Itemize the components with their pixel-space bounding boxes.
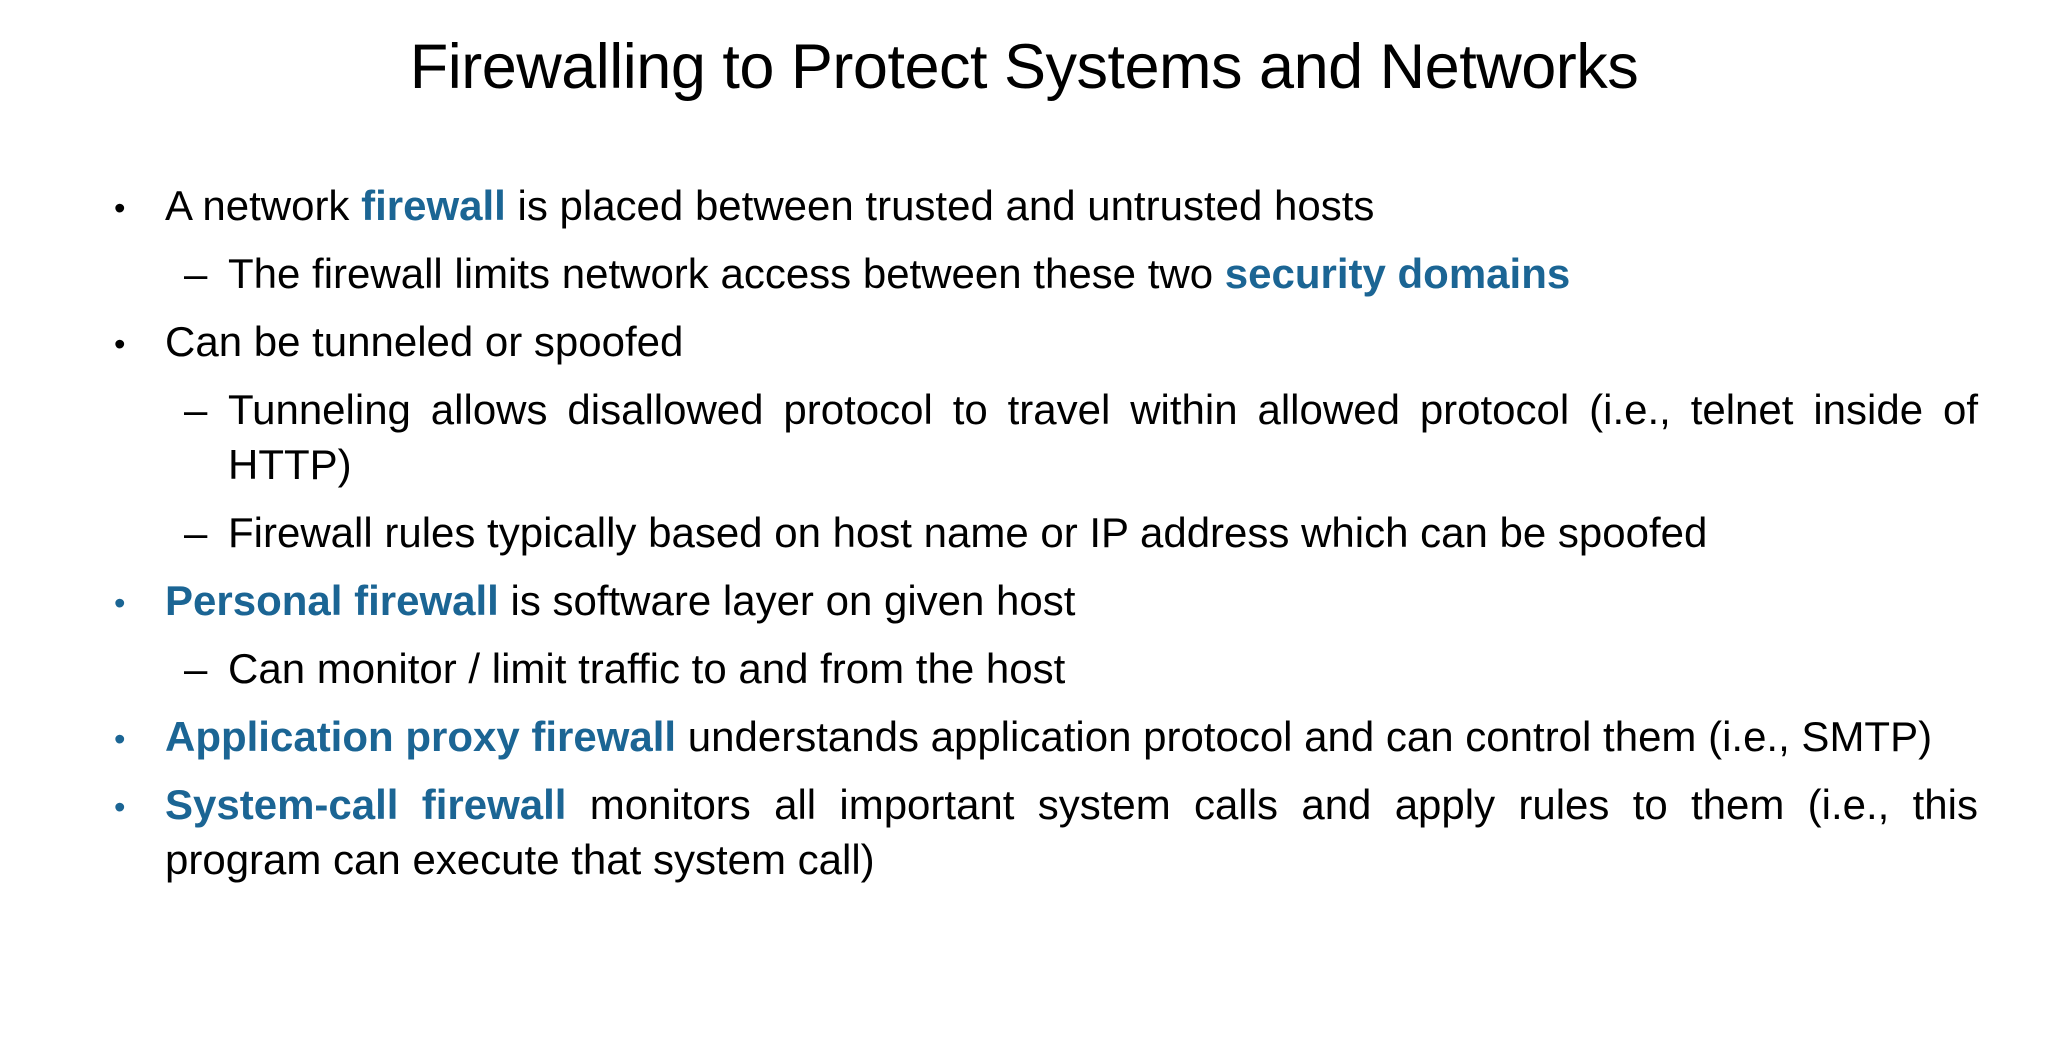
body-text: Can monitor / limit traffic to and from … [228,644,1066,692]
sub-bullet-item: –The firewall limits network access betw… [112,246,1978,301]
bullet-text: The firewall limits network access betwe… [228,250,1570,297]
bullet-list: • A network firewall is placed between tr… [112,178,1978,887]
dash-icon: – [184,249,208,297]
bullet-text: Application proxy firewall understands a… [165,713,1932,760]
bullet-item: • Personal firewall is software layer on … [112,573,1978,628]
sub-bullet-item: –Tunneling allows disallowed protocol to… [112,382,1978,492]
body-text: A network [165,181,362,229]
dash-icon: – [184,508,208,556]
bullet-dot-icon: • [114,583,126,621]
keyword-text: Personal firewall [165,576,499,624]
bullet-dot-icon: • [114,188,126,226]
slide: Firewalling to Protect Systems and Netwo… [0,30,2048,1054]
body-text: Tunneling allows disallowed protocol to … [228,385,1978,488]
bullet-text: Tunneling allows disallowed protocol to … [228,386,1978,488]
body-text: is placed between trusted and untrusted … [505,181,1375,229]
body-text: understands application protocol and can… [676,712,1933,760]
bullet-dot-icon: • [114,787,126,825]
slide-title: Firewalling to Protect Systems and Netwo… [409,32,1639,102]
bullet-text: System-call firewall monitors all import… [165,781,1978,883]
keyword-text: Application proxy firewall [165,712,677,760]
bullet-text: Firewall rules typically based on host n… [228,509,1707,556]
keyword-text: firewall [361,181,506,229]
sub-bullet-item: –Can monitor / limit traffic to and from… [112,641,1978,696]
bullet-item: • Application proxy firewall understands … [112,709,1978,764]
dash-icon: – [184,644,208,692]
body-text: The firewall limits network access betwe… [228,249,1225,297]
bullet-item: • Can be tunneled or spoofed [112,314,1978,369]
body-text: Can be tunneled or spoofed [165,317,684,365]
bullet-item: • A network firewall is placed between tr… [112,178,1978,233]
keyword-text: System-call firewall [165,780,567,828]
body-text: monitors all important system calls and … [165,780,1978,883]
body-text: is software layer on given host [498,576,1076,624]
bullet-text: Personal firewall is software layer on g… [165,577,1075,624]
bullet-item: • System-call firewall monitors all impor… [112,777,1978,887]
body-text: Firewall rules typically based on host n… [228,508,1708,556]
sub-bullet-item: –Firewall rules typically based on host … [112,505,1978,560]
bullet-text: Can monitor / limit traffic to and from … [228,645,1065,692]
bullet-text: Can be tunneled or spoofed [165,318,683,365]
bullet-dot-icon: • [114,719,126,757]
keyword-text: security domains [1224,249,1571,297]
bullet-dot-icon: • [114,324,126,362]
bullet-text: A network firewall is placed between tru… [165,182,1374,229]
dash-icon: – [184,385,208,433]
